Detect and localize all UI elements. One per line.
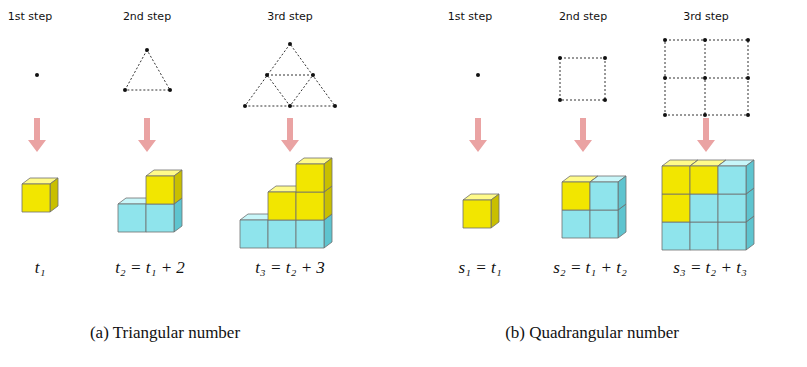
step-label: 2nd step bbox=[123, 10, 171, 23]
cube-face bbox=[718, 166, 746, 194]
dots bbox=[35, 38, 750, 117]
cube-face bbox=[690, 194, 718, 222]
equation: t₁ bbox=[35, 258, 46, 278]
cube-face bbox=[618, 176, 626, 210]
cube-face bbox=[50, 178, 58, 212]
equation: t₃ = t₂ + 3 bbox=[255, 258, 325, 278]
step-label: 1st step bbox=[448, 10, 492, 23]
cube-face bbox=[662, 194, 690, 222]
cube-face bbox=[746, 160, 754, 194]
step-label: 3rd step bbox=[267, 10, 313, 23]
cube-face bbox=[718, 194, 746, 222]
step-label: 2nd step bbox=[559, 10, 607, 23]
cube-face bbox=[268, 192, 296, 220]
cube-face bbox=[146, 176, 174, 204]
equation: s₃ = t₂ + t₃ bbox=[673, 258, 747, 278]
cube-face bbox=[590, 210, 618, 238]
cube-face bbox=[690, 222, 718, 250]
cube-face bbox=[590, 182, 618, 210]
cube-face bbox=[491, 194, 499, 228]
cube-face bbox=[463, 200, 491, 228]
cube-face bbox=[662, 166, 690, 194]
step-label: 3rd step bbox=[683, 10, 729, 23]
caption-label: (b) Quadrangular number bbox=[505, 323, 679, 343]
cube-face bbox=[268, 220, 296, 248]
caption-label: (a) Triangular number bbox=[90, 323, 240, 343]
cube-face bbox=[174, 170, 182, 204]
cube-face bbox=[662, 222, 690, 250]
cube-face bbox=[690, 166, 718, 194]
equation: s₁ = t₁ bbox=[458, 258, 501, 278]
down-arrows bbox=[28, 118, 715, 152]
cube-face bbox=[118, 204, 146, 232]
cube-stacks bbox=[22, 158, 754, 250]
cube-face bbox=[562, 182, 590, 210]
cube-face bbox=[324, 158, 332, 192]
cube-face bbox=[240, 220, 268, 248]
cube-face bbox=[562, 210, 590, 238]
cube-face bbox=[146, 204, 174, 232]
cube-face bbox=[296, 192, 324, 220]
equation: t₂ = t₁ + 2 bbox=[115, 258, 185, 278]
cube-face bbox=[296, 164, 324, 192]
cube-face bbox=[22, 184, 50, 212]
equation: s₂ = t₁ + t₂ bbox=[553, 258, 627, 278]
cube-face bbox=[718, 222, 746, 250]
cube-face bbox=[296, 220, 324, 248]
dotted-figures bbox=[125, 40, 748, 115]
step-label: 1st step bbox=[8, 10, 52, 23]
